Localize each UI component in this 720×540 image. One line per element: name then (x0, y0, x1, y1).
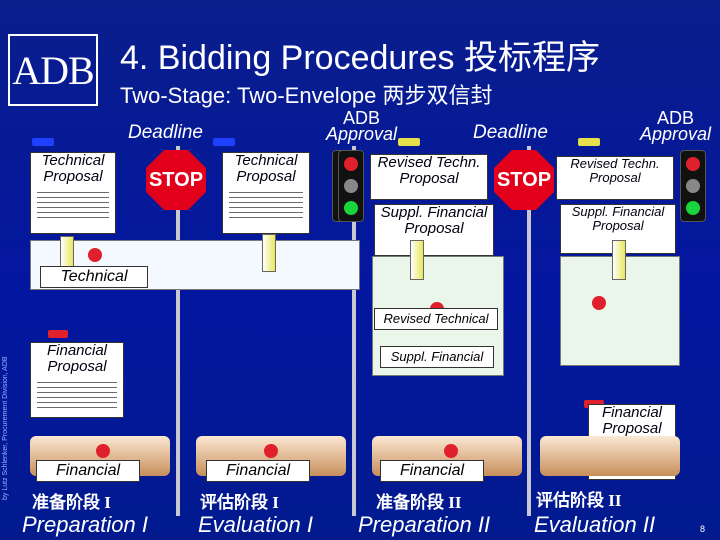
yellow-flag (578, 138, 600, 146)
doc-title: Suppl. Financial Proposal (380, 204, 488, 237)
red-bulb-icon (264, 444, 278, 458)
stop-sign: STOP (494, 150, 554, 210)
stage-1-en: Preparation I (22, 512, 148, 537)
page-subtitle: Two-Stage: Two-Envelope 两步双信封 (120, 83, 493, 108)
page-number: 8 (700, 524, 706, 534)
deadline-2-pole (527, 146, 531, 516)
financial-box-2: Financial (206, 460, 310, 482)
page-title: 4. Bidding Procedures 投标程序 (120, 39, 600, 77)
doc-title: Technical Proposal (41, 152, 105, 185)
financial-tray (540, 436, 680, 476)
down-arrow-icon (60, 236, 74, 270)
stage-4-en: Evaluation II (534, 512, 656, 537)
technical-proposal-doc-2: Technical Proposal (222, 152, 310, 234)
revised-technical-box: Revised Technical (374, 308, 498, 330)
doc-title: Revised Techn. Proposal (377, 154, 481, 187)
up-arrow-icon (612, 240, 626, 280)
stage-4-cn: 评估阶段 II (536, 491, 622, 510)
technical-box: Technical (40, 266, 148, 288)
traffic-light-icon (338, 150, 364, 222)
up-arrow-icon (262, 234, 276, 272)
stage-3-cn: 准备阶段 II (376, 493, 462, 512)
stage-1-cn: 准备阶段 I (32, 493, 111, 512)
stop-sign: STOP (146, 150, 206, 210)
deadline-2-label: Deadline (473, 122, 548, 143)
red-bulb-icon (592, 296, 606, 310)
red-bulb-icon (96, 444, 110, 458)
approval-2-top: ADB (657, 108, 695, 128)
side-note: by Lutz Schlenker, Procurement Division,… (2, 356, 9, 500)
red-bulb-icon (88, 248, 102, 262)
approval-2-label: ADB Approval (640, 108, 712, 144)
financial-box-1: Financial (36, 460, 140, 482)
approval-1-pole (352, 146, 356, 516)
doc-title: Financial Proposal (46, 342, 108, 375)
revised-technical-doc-2: Revised Techn. Proposal (556, 156, 674, 200)
doc-lines (37, 187, 109, 222)
stage-2-en: Evaluation I (198, 512, 313, 537)
revised-technical-doc-1: Revised Techn. Proposal (370, 154, 488, 200)
adb-logo: ADB (8, 34, 98, 106)
doc-lines (37, 377, 117, 412)
financial-box-3: Financial (380, 460, 484, 482)
approval-2-bottom: Approval (640, 124, 712, 144)
down-arrow-icon (410, 240, 424, 280)
stage-2-cn: 评估阶段 I (200, 493, 279, 512)
blue-flag (213, 138, 235, 146)
doc-title: Technical Proposal (234, 152, 298, 185)
red-flag (48, 330, 68, 338)
approval-1-top: ADB (343, 108, 381, 128)
yellow-flag (398, 138, 420, 146)
doc-lines (229, 187, 303, 222)
stop-label: STOP (496, 168, 552, 191)
doc-title: Revised Techn. Proposal (570, 156, 660, 185)
technical-proposal-doc-1: Technical Proposal (30, 152, 116, 234)
approval-1-label: ADB Approval (326, 108, 398, 144)
suppl-financial-doc-1: Suppl. Financial Proposal (374, 204, 494, 256)
stage-3-en: Preparation II (358, 512, 491, 537)
stop-label: STOP (148, 168, 204, 191)
traffic-light-icon (680, 150, 706, 222)
red-bulb-icon (444, 444, 458, 458)
deadline-1-label: Deadline (128, 122, 203, 143)
suppl-financial-box: Suppl. Financial (380, 346, 494, 368)
deadline-1-pole (176, 146, 180, 516)
doc-title: Suppl. Financial Proposal (571, 204, 665, 233)
financial-proposal-doc-1: Financial Proposal (30, 342, 124, 418)
doc-title: Financial Proposal (601, 404, 663, 437)
blue-flag (32, 138, 54, 146)
approval-1-bottom: Approval (326, 124, 398, 144)
